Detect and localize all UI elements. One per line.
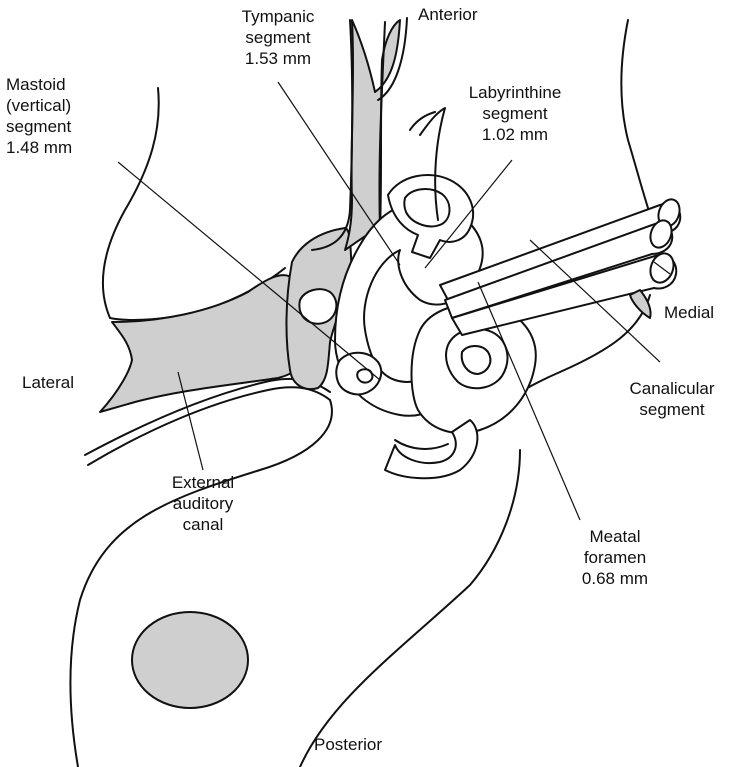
label-medial: Medial xyxy=(664,302,714,323)
label-anterior: Anterior xyxy=(418,4,478,25)
anterior-wall-right xyxy=(379,22,385,228)
posterior-canal-inner xyxy=(395,440,448,449)
posterior-wall-line xyxy=(300,450,520,767)
label-mastoid-segment: Mastoid (vertical) segment 1.48 mm xyxy=(6,74,72,158)
sigmoid-sinus xyxy=(132,612,248,708)
label-meatal-foramen: Meatal foramen 0.68 mm xyxy=(560,526,670,589)
label-tympanic-segment: Tympanic segment 1.53 mm xyxy=(218,6,338,69)
ossicle xyxy=(299,289,336,324)
label-posterior: Posterior xyxy=(314,734,382,755)
label-canalicular-segment: Canalicular segment xyxy=(616,378,728,420)
fundus-shading xyxy=(630,290,651,318)
label-labyrinthine-segment: Labyrinthine segment 1.02 mm xyxy=(455,82,575,145)
label-external-auditory-canal: External auditory canal xyxy=(148,472,258,535)
external-auditory-canal-shading xyxy=(100,275,305,412)
label-lateral: Lateral xyxy=(22,372,74,393)
posterior-bone-outline xyxy=(70,400,332,767)
